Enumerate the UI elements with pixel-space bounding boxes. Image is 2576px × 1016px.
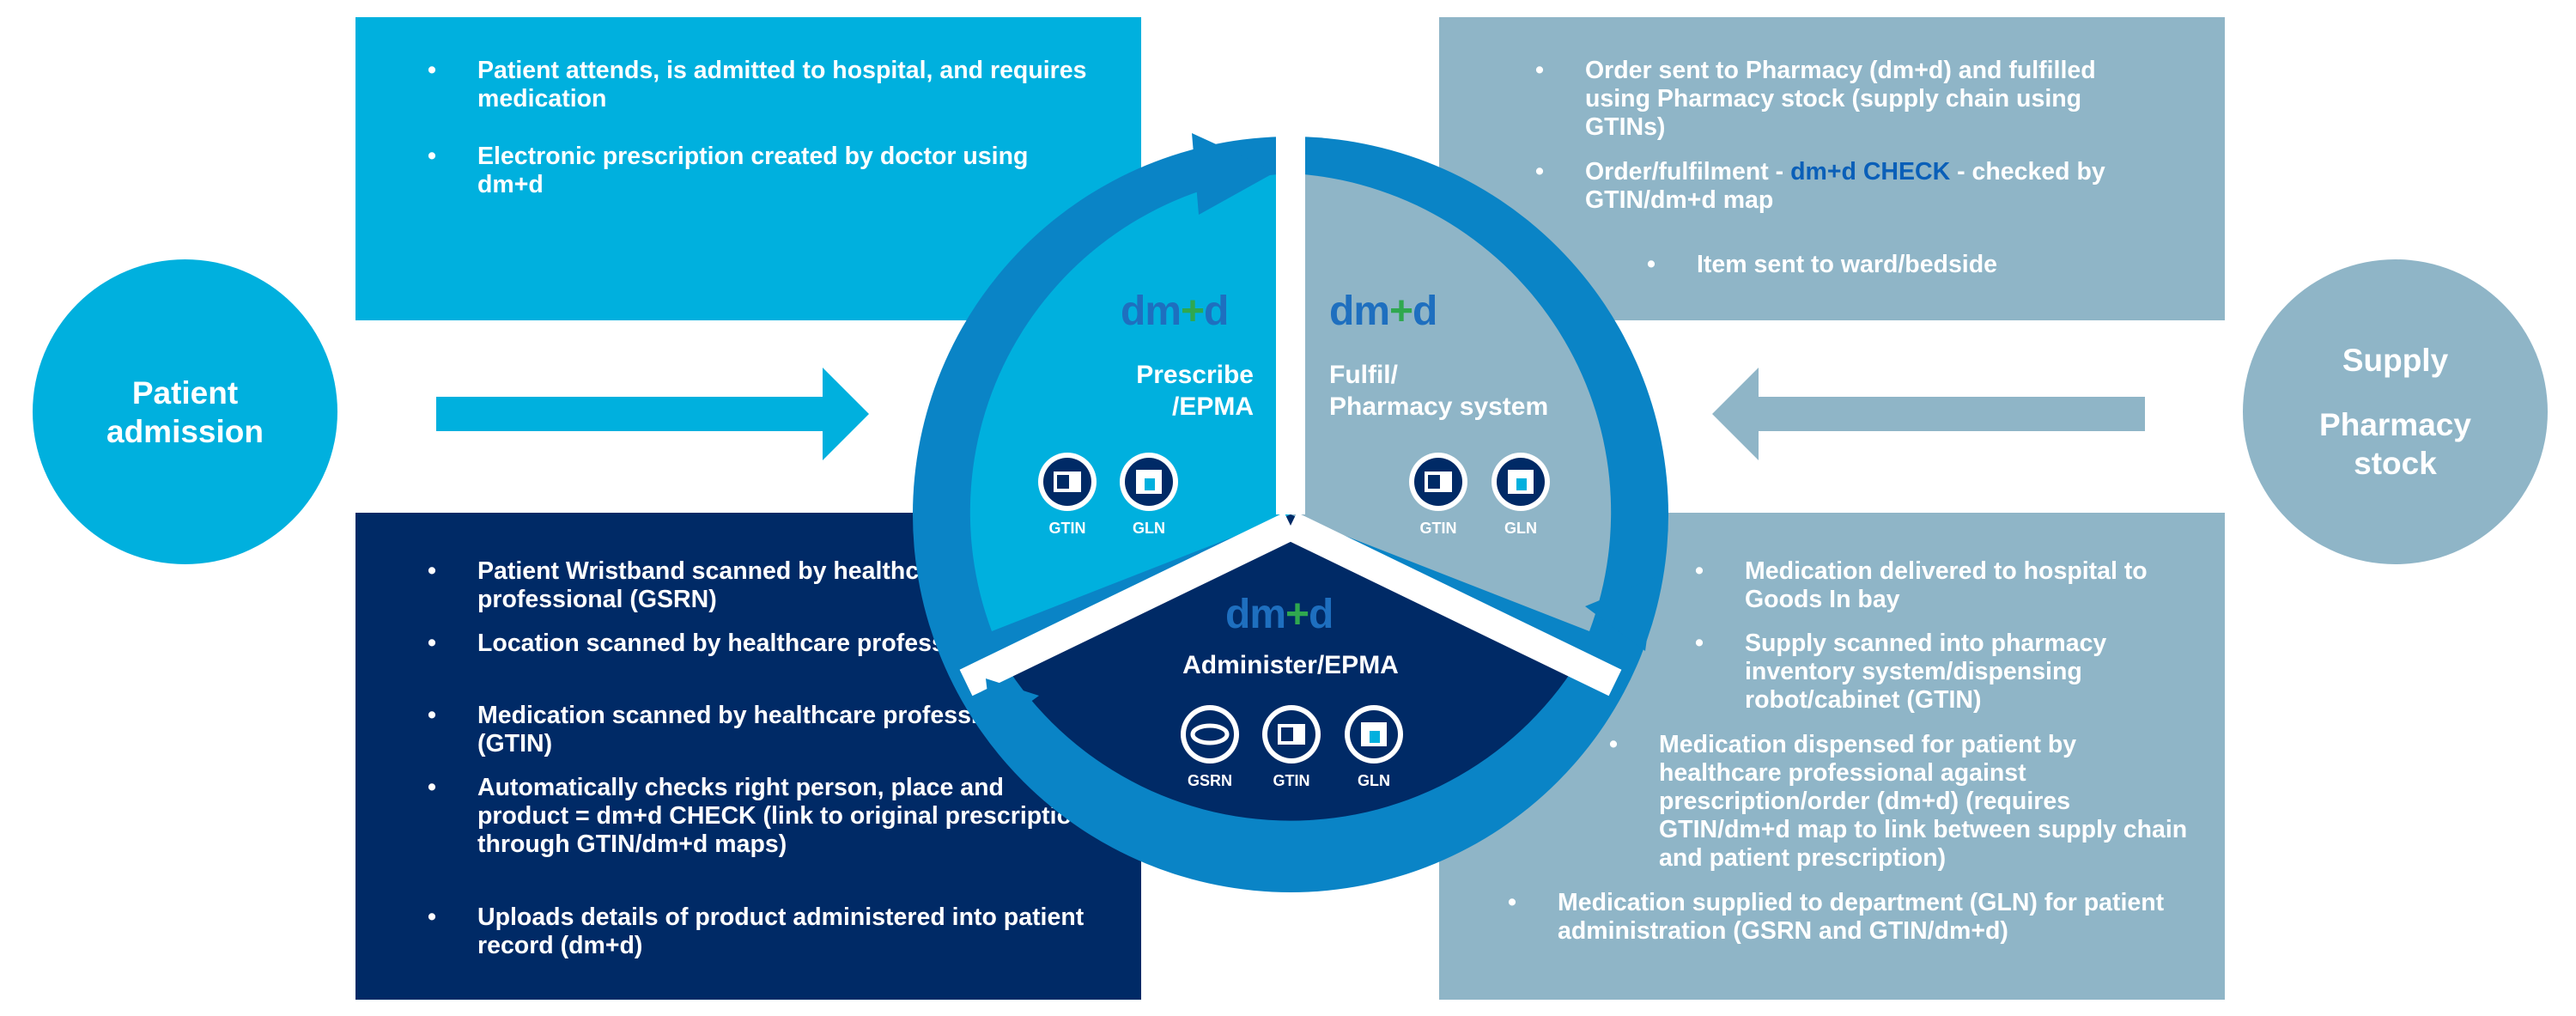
list-item-text: Item sent to ward/bedside <box>1697 251 1997 278</box>
label-line: Fulfil/ <box>1329 361 1398 389</box>
label-group: Pharmacy stock <box>2319 405 2471 483</box>
list-item-text: Order sent to Pharmacy (dm+d) and fulfil… <box>1585 57 2096 141</box>
fulfil-segment <box>1291 174 1612 631</box>
list-item-text: Automatically checks right person, place… <box>477 774 1087 858</box>
list-item: •Medication dispensed for patient by hea… <box>1609 731 2188 872</box>
gtin-label: GTIN <box>1273 772 1310 789</box>
arrow-right-icon <box>436 368 869 460</box>
separator-line <box>1284 512 1622 697</box>
list-item-text: Patient attends, is admitted to hospital… <box>477 57 1087 113</box>
list-item: •Supply scanned into pharmacy inventory … <box>1695 630 2107 714</box>
list-item: •Medication scanned by healthcare profes… <box>428 702 1029 757</box>
logo-part: d <box>1309 592 1334 637</box>
list-item-text: Patient Wristband scanned by healthcare … <box>477 557 956 613</box>
dmd-logo-fulfil: dm+d <box>1329 288 1437 335</box>
list-item-text: Uploads details of product administered … <box>477 903 1084 959</box>
logo-part: d <box>1204 289 1229 334</box>
gln-icon <box>1345 705 1403 764</box>
arrow-left-icon <box>1712 368 2145 460</box>
list-item-text: Medication supplied to department (GLN) … <box>1558 889 2165 945</box>
gsrn-label: GSRN <box>1187 772 1232 789</box>
dmd-logo-prescribe: dm+d <box>1121 288 1229 335</box>
gtin-label: GTIN <box>1419 520 1457 537</box>
label-line: stock <box>2354 446 2437 481</box>
gtin-icon <box>1409 453 1467 511</box>
label-line: Patient <box>131 374 239 411</box>
supply-pharmacy-circle: Supply Pharmacy stock <box>2243 259 2548 564</box>
logo-part: dm <box>1225 592 1286 637</box>
list-item: •Patient attends, is admitted to hospita… <box>428 57 1087 113</box>
gtin-label: GTIN <box>1048 520 1086 537</box>
cycle-arrow-right-icon <box>1585 577 1656 651</box>
list-item-text: - checked by GTIN/dm+d map <box>1585 158 2105 214</box>
logo-part: + <box>1389 289 1413 334</box>
list-item: •Medication delivered to hospital to Goo… <box>1695 557 2148 613</box>
label-line: Administer/EPMA <box>1182 651 1399 679</box>
cycle-arrow-top-icon <box>1192 133 1276 215</box>
prescribe-label: Prescribe /EPMA <box>1099 359 1254 423</box>
list-item: •Patient Wristband scanned by healthcare… <box>428 557 956 613</box>
gtin-icon <box>1262 705 1321 764</box>
gln-label: GLN <box>1358 772 1390 789</box>
dmd-check-highlight: dm+d CHECK <box>1790 158 1951 186</box>
logo-part: + <box>1285 592 1309 637</box>
prescribe-info-box: •Patient attends, is admitted to hospita… <box>355 17 1141 320</box>
label-line: Pharmacy system <box>1329 392 1549 421</box>
logo-part: dm <box>1121 289 1182 334</box>
dmd-logo-administer: dm+d <box>1225 591 1334 638</box>
list-item-text: Order/fulfilment - <box>1585 158 1791 186</box>
logo-part: d <box>1413 289 1437 334</box>
list-item-text: Electronic prescription created by docto… <box>477 143 1029 198</box>
fulfil-label: Fulfil/ Pharmacy system <box>1329 359 1613 423</box>
gln-icon <box>1492 453 1550 511</box>
list-item-text: Supply scanned into pharmacy inventory s… <box>1745 630 2107 714</box>
gln-label: GLN <box>1133 520 1165 537</box>
logo-part: dm <box>1329 289 1390 334</box>
gln-label: GLN <box>1504 520 1537 537</box>
list-item: •Medication supplied to department (GLN)… <box>1508 889 2165 945</box>
list-item: •Uploads details of product administered… <box>428 903 1084 959</box>
prescribe-segment <box>969 174 1291 631</box>
cycle-arrow-left-icon <box>986 678 1039 730</box>
label-line: Prescribe <box>1136 361 1254 389</box>
list-item-text: Medication dispensed for patient by heal… <box>1659 731 2188 872</box>
separator-line <box>959 512 1297 697</box>
list-item: •Item sent to ward/bedside <box>1647 251 1997 278</box>
gln-icon <box>1120 453 1178 511</box>
administer-label: Administer/EPMA <box>1142 649 1439 681</box>
logo-part: + <box>1181 289 1205 334</box>
list-item: •Order sent to Pharmacy (dm+d) and fulfi… <box>1535 57 2096 141</box>
list-item-text: Medication delivered to hospital to Good… <box>1745 557 2148 613</box>
supply-pharmacy-label: Supply Pharmacy stock <box>2319 341 2471 483</box>
patient-admission-label: Patient admission <box>106 374 264 451</box>
label-line: /EPMA <box>1171 392 1254 421</box>
gsrn-icon <box>1181 705 1239 764</box>
patient-admission-circle: Patient admission <box>33 259 337 564</box>
list-item: •Automatically checks right person, plac… <box>428 774 1087 858</box>
list-item-text: Medication scanned by healthcare profess… <box>477 702 1029 757</box>
list-item: •Order/fulfilment - dm+d CHECK - checked… <box>1535 158 2105 214</box>
gtin-icon <box>1038 453 1097 511</box>
label-line: Supply <box>2342 343 2449 378</box>
label-line: admission <box>106 413 264 449</box>
list-item: •Electronic prescription created by doct… <box>428 143 1029 198</box>
label-line: Pharmacy <box>2319 407 2471 442</box>
